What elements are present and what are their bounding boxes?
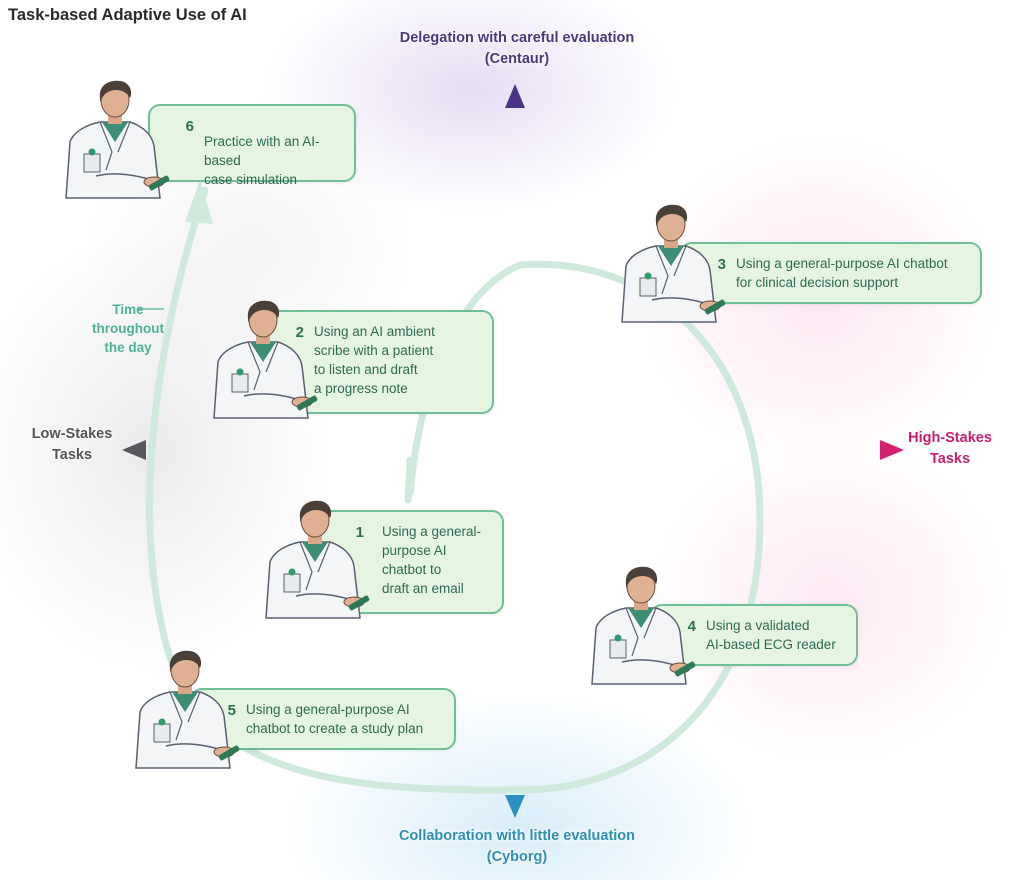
task-text: Using a general-purpose AI chatbot to dra… [382, 522, 494, 598]
axis-label-delegation: Delegation with careful evaluation (Cent… [362, 28, 672, 70]
task-card-3: 3 Using a general-purpose AI chatbot for … [680, 242, 982, 304]
task-text-line: chatbot to create a study plan [246, 721, 424, 736]
doctor-illustration [265, 500, 371, 619]
task-number: 5 [227, 702, 236, 719]
task-text-line: a progress note [314, 381, 408, 396]
task-text: Practice with an AI-based case simulation [204, 132, 346, 189]
task-text-line: Using a validated [706, 618, 810, 633]
task-card-5: 5 Using a general-purpose AI chatbot to c… [190, 688, 456, 750]
axis-label-low-stakes: Low-Stakes Tasks [12, 424, 132, 466]
arrow-left-icon [122, 440, 146, 460]
axis-bottom-line1: Collaboration with little evaluation [398, 828, 636, 844]
task-text-line: Using an AI ambient [314, 324, 435, 339]
doctor-illustration [135, 650, 241, 769]
arrow-right-icon [880, 440, 904, 460]
axis-top-line1: Delegation with careful evaluation [399, 30, 635, 46]
task-card-6: 6 Practice with an AI-based case simulati… [148, 104, 356, 187]
axis-label-high-stakes: High-Stakes Tasks [890, 428, 1010, 470]
task-text-line: Using a general-purpose AI [246, 702, 410, 717]
task-text-line: to listen and draft [314, 362, 418, 377]
time-label-line: throughout [92, 321, 164, 336]
task-text: Using a general-purpose AI chatbot for cl… [736, 254, 972, 292]
doctor-illustration [621, 204, 727, 323]
axis-bottom-line2: (Cyborg) [486, 849, 548, 865]
arrow-up-icon [505, 84, 525, 108]
doctor-illustration [65, 80, 171, 199]
figure-title: Task-based Adaptive Use of AI [8, 6, 247, 24]
task-text: Using an AI ambient scribe with a patient… [314, 322, 484, 398]
task-text-line: Practice with an AI-based [204, 134, 320, 168]
task-text-line: chatbot to [382, 562, 442, 577]
task-text: Using a general-purpose AI chatbot to cre… [246, 700, 446, 738]
axis-label-collaboration: Collaboration with little evaluation (Cy… [362, 826, 672, 868]
task-text-line: Using a general- [382, 524, 482, 539]
time-cycle-arrowhead [185, 180, 213, 224]
axis-left-line1: Low-Stakes [31, 426, 113, 442]
task-text-line: AI-based ECG reader [706, 637, 836, 652]
axis-right-line2: Tasks [929, 451, 971, 467]
doctor-illustration [213, 300, 319, 419]
task-text-line: for clinical decision support [736, 275, 899, 290]
task-number: 6 [185, 118, 194, 135]
task-text-line: scribe with a patient [314, 343, 434, 358]
time-label-line: Time [112, 302, 144, 317]
task-number: 2 [295, 324, 304, 341]
time-label-line: the day [104, 340, 152, 355]
time-throughout-day-label: Time throughout the day [78, 300, 178, 357]
task-number: 3 [717, 256, 726, 273]
doctor-illustration [591, 566, 697, 685]
task-number: 4 [687, 618, 696, 635]
axis-top-line2: (Centaur) [484, 51, 550, 67]
task-text-line: draft an email [382, 581, 464, 596]
task-text-line: case simulation [204, 172, 298, 187]
axis-right-line1: High-Stakes [908, 430, 992, 446]
task-number: 1 [355, 524, 364, 541]
task-text-line: Using a general-purpose AI chatbot [736, 256, 948, 271]
arrow-down-icon [505, 795, 525, 818]
task-text-line: purpose AI [382, 543, 447, 558]
axis-left-line2: Tasks [51, 447, 93, 463]
